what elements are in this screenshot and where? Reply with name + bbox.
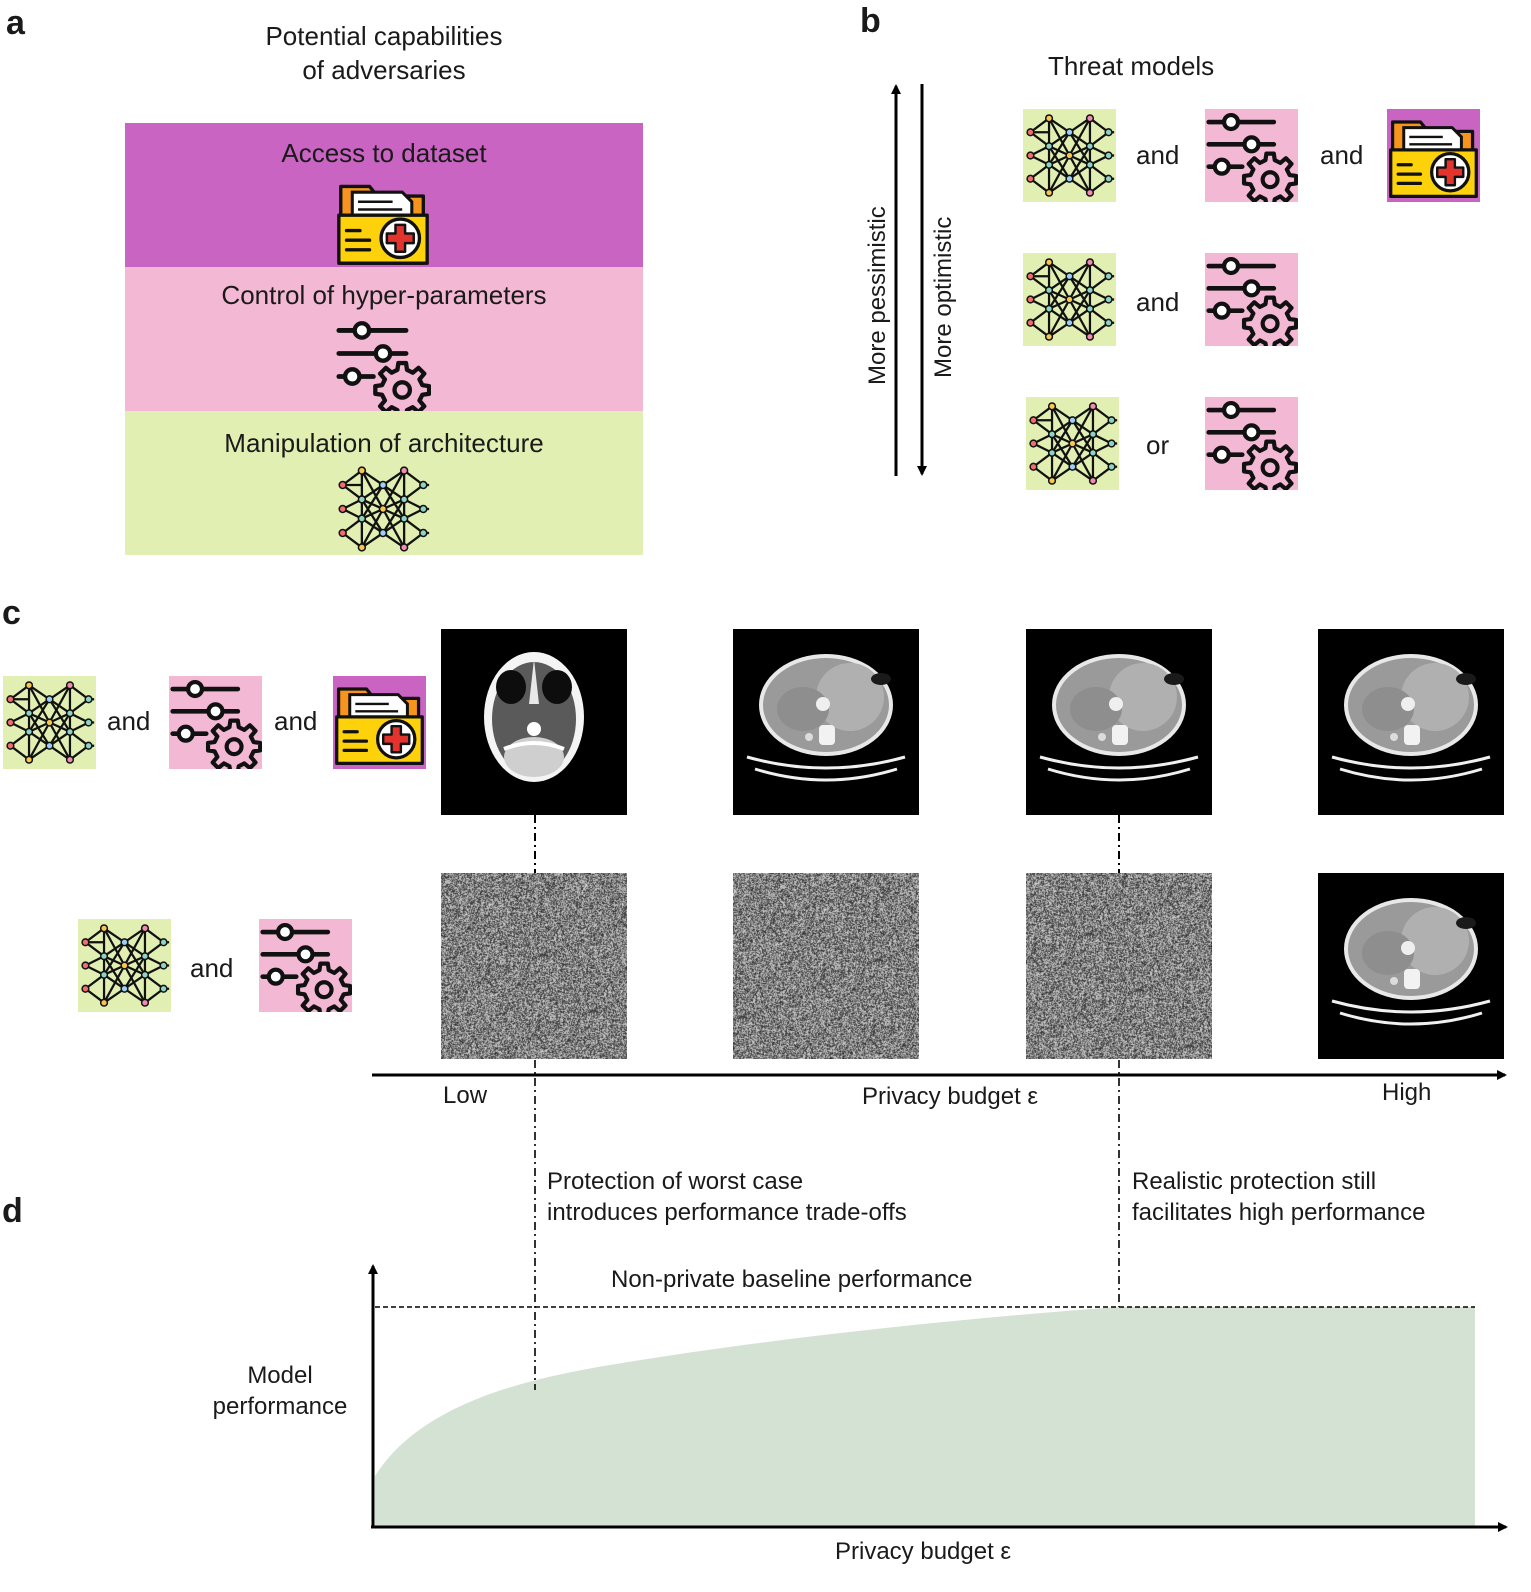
baseline-label: Non-private baseline performance — [611, 1266, 973, 1293]
worst-case-annotation: Protection of worst case introduces perf… — [547, 1166, 907, 1228]
panel-b-letter: b — [860, 2, 881, 40]
architecture-band-label: Manipulation of architecture — [224, 428, 544, 458]
realistic-annotation-line1: Realistic protection still — [1132, 1168, 1377, 1195]
attack-row2-sliders-icon — [259, 919, 352, 1012]
axis-high-label: High — [1382, 1079, 1432, 1106]
threat-row3-sliders-icon — [1205, 397, 1298, 490]
worst-case-annotation-line2: introduces performance trade-offs — [547, 1199, 907, 1227]
panel-a-title-line1: Potential capabilities — [265, 21, 503, 51]
attack-row1-connector-1: and — [107, 706, 151, 736]
performance-curve — [375, 1307, 1475, 1526]
realistic-annotation-line2: facilitates high performance — [1132, 1199, 1426, 1227]
dataset-band-label: Access to dataset — [281, 138, 487, 168]
worst-case-annotation-line1: Protection of worst case — [547, 1168, 804, 1195]
panel-a-title: Potential capabilities of adversaries — [200, 20, 568, 88]
pessimistic-label: More pessimistic — [864, 206, 891, 385]
attack-row1-network-icon — [3, 676, 96, 769]
panel-a-letter: a — [6, 4, 25, 42]
reconstruction-noise-1 — [441, 873, 627, 1059]
privacy-axis-label: Privacy budget ε — [862, 1083, 1039, 1110]
optimistic-label: More optimistic — [930, 216, 957, 378]
axis-low-label: Low — [443, 1082, 488, 1109]
attack-row1-sliders-icon — [169, 676, 262, 769]
reconstruction-abdomen-ct-4 — [1318, 873, 1504, 1059]
threat-row2-sliders-icon — [1205, 253, 1298, 346]
threat-row1-sliders-icon — [1205, 109, 1298, 202]
hyperparameter-band-label: Control of hyper-parameters — [221, 280, 547, 310]
reconstruction-noise-3 — [1026, 873, 1212, 1059]
attack-row1-connector-2: and — [274, 706, 318, 736]
threat-row2-connector: and — [1136, 287, 1180, 317]
threat-row2-network-icon — [1023, 253, 1116, 346]
threat-row1-network-icon — [1023, 109, 1116, 202]
sliders-gear-icon — [335, 317, 431, 413]
dataset-band: Access to dataset — [125, 123, 643, 267]
reconstruction-head-ct — [441, 629, 627, 815]
y-axis-label-line1: Model — [247, 1362, 313, 1389]
attack-row1-folder-icon — [333, 676, 426, 769]
reconstruction-abdomen-ct-1 — [733, 629, 919, 815]
threat-row3-network-icon — [1026, 397, 1119, 490]
panel-d-letter: d — [2, 1192, 23, 1230]
reconstruction-abdomen-ct-2 — [1026, 629, 1212, 815]
realistic-annotation: Realistic protection still facilitates h… — [1132, 1166, 1425, 1228]
attack-row2-network-icon — [78, 919, 171, 1012]
panel-a-title-line2: of adversaries — [302, 54, 466, 85]
panel-b-title: Threat models — [1048, 51, 1215, 81]
y-axis-label: Model performance — [190, 1360, 370, 1422]
reconstruction-noise-2 — [733, 873, 919, 1059]
y-axis-label-line2: performance — [212, 1393, 348, 1421]
attack-row2-connector: and — [190, 953, 234, 983]
hyperparameter-band: Control of hyper-parameters — [125, 267, 643, 411]
panel-c-letter: c — [2, 594, 21, 632]
threat-row1-connector-1: and — [1136, 140, 1180, 170]
threat-row3-connector: or — [1146, 430, 1170, 460]
architecture-band: Manipulation of architecture — [125, 411, 643, 555]
neural-network-icon — [335, 461, 431, 557]
threat-row1-folder-icon — [1387, 109, 1480, 202]
reconstruction-abdomen-ct-3 — [1318, 629, 1504, 815]
threat-row1-connector-2: and — [1320, 140, 1364, 170]
medical-folder-icon — [335, 173, 431, 269]
x-axis-label: Privacy budget ε — [835, 1538, 1012, 1565]
